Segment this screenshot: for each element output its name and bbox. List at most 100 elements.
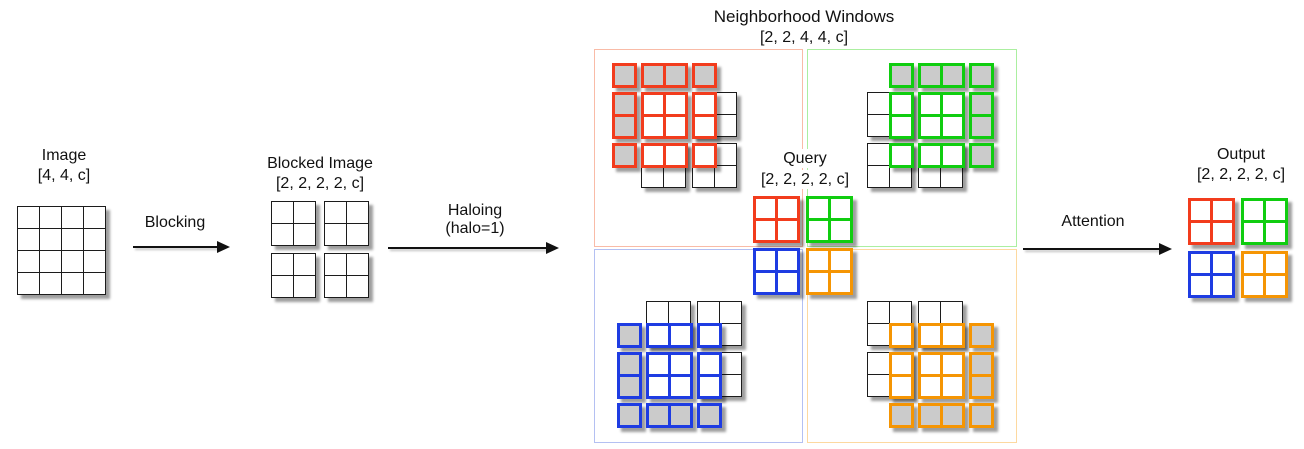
- grid-row: [892, 95, 911, 117]
- grid-row: [919, 302, 962, 324]
- grid-cell: [669, 302, 690, 324]
- grid-cell: [921, 66, 943, 85]
- grid-cell: [1244, 223, 1266, 242]
- grid-cell: [890, 166, 911, 187]
- grid-row: [644, 66, 685, 85]
- grid-cell: [644, 146, 666, 165]
- grid-row: [809, 199, 850, 221]
- grid-cell: [671, 326, 690, 345]
- grid-cell: [921, 326, 943, 345]
- grid-cell: [831, 199, 850, 221]
- grid-cell: [943, 355, 962, 377]
- grid-row: [695, 95, 714, 117]
- grid-cell: [1191, 254, 1213, 276]
- grid-cell: [84, 229, 105, 251]
- grid-cell: [892, 355, 911, 377]
- neighborhood-bottom-right-halo-cells: [969, 323, 994, 348]
- neighborhood-top-right-window-cells: [918, 143, 965, 168]
- neighborhood-bottom-left-halo-cells: [697, 403, 722, 428]
- grid-cell: [649, 406, 671, 425]
- grid-cell: [756, 221, 778, 240]
- output-title: Output: [1216, 146, 1266, 163]
- neighborhood-bottom-right-window-cells: [889, 352, 914, 399]
- grid-row: [972, 377, 991, 396]
- grid-cell: [693, 166, 715, 187]
- grid-row: [756, 251, 797, 273]
- grid-cell: [671, 406, 690, 425]
- grid-cell: [615, 66, 634, 85]
- grid-cell: [325, 276, 347, 297]
- grid-cell: [868, 115, 890, 136]
- grid-row: [700, 326, 719, 345]
- grid-row: [644, 117, 685, 136]
- blocked-title: Blocked Image: [267, 155, 373, 172]
- haloing-arrowhead-icon: [546, 241, 559, 254]
- blocked-image-block-0: [271, 201, 316, 246]
- grid-row: [892, 117, 911, 136]
- grid-cell: [720, 302, 741, 324]
- grid-row: [644, 95, 685, 117]
- grid-row: [325, 202, 368, 224]
- grid-row: [756, 221, 797, 240]
- grid-cell: [700, 355, 719, 377]
- grid-cell: [294, 202, 315, 224]
- blocked-shape: [2, 2, 2, 2, c]: [275, 175, 365, 192]
- grid-cell: [700, 377, 719, 396]
- grid-row: [693, 166, 736, 187]
- grid-cell: [1244, 276, 1266, 295]
- image-title: Image: [41, 147, 87, 164]
- grid-cell: [921, 377, 943, 396]
- grid-cell: [868, 375, 890, 396]
- neighborhood-top-left-halo-cells: [612, 143, 637, 168]
- grid-cell: [615, 95, 634, 117]
- grid-cell: [892, 66, 911, 85]
- grid-row: [1191, 201, 1232, 223]
- grid-cell: [868, 93, 890, 115]
- grid-row: [620, 377, 639, 396]
- grid-cell: [943, 406, 962, 425]
- grid-row: [756, 199, 797, 221]
- neighborhood-top-right-window-cells: [889, 143, 914, 168]
- grid-cell: [715, 144, 736, 166]
- neighborhood-bottom-left-window-cells: [697, 323, 722, 348]
- neighborhood-box-bottom-right: [807, 249, 1017, 443]
- grid-row: [809, 273, 850, 292]
- grid-row: [921, 326, 962, 345]
- neighborhood-bottom-right-window-cells: [889, 323, 914, 348]
- neighborhood-top-left-halo-cells: [612, 92, 637, 139]
- haloing-sublabel: (halo=1): [445, 220, 505, 237]
- blocked-image-block-1: [324, 201, 369, 246]
- attention-label: Attention: [1061, 213, 1125, 230]
- grid-row: [921, 95, 962, 117]
- grid-row: [325, 224, 368, 245]
- grid-cell: [1266, 223, 1285, 242]
- grid-cell: [647, 302, 669, 324]
- neighborhood-top-right-halo-cells: [889, 63, 914, 88]
- grid-cell: [644, 117, 666, 136]
- grid-cell: [18, 229, 40, 251]
- grid-cell: [809, 199, 831, 221]
- grid-row: [272, 254, 315, 276]
- grid-cell: [84, 207, 105, 229]
- output-block-blue: [1188, 251, 1235, 298]
- neighborhood-top-left-halo-cells: [692, 63, 717, 88]
- neighborhood-bottom-right-halo-cells: [969, 403, 994, 428]
- neighborhood-bottom-left-halo-cells: [617, 403, 642, 428]
- grid-cell: [666, 95, 685, 117]
- grid-cell: [868, 166, 890, 187]
- grid-row: [809, 251, 850, 273]
- grid-cell: [943, 66, 962, 85]
- grid-cell: [325, 254, 347, 276]
- grid-row: [892, 377, 911, 396]
- grid-row: [644, 146, 685, 165]
- grid-cell: [40, 273, 62, 294]
- neighborhood-bottom-left-halo-cells: [617, 323, 642, 348]
- grid-cell: [1213, 223, 1232, 242]
- grid-cell: [921, 406, 943, 425]
- grid-row: [642, 166, 685, 187]
- neighborhood-bottom-left-halo-cells: [617, 352, 642, 399]
- neighborhood-bottom-left-window-cells: [646, 323, 693, 348]
- grid-row: [1191, 276, 1232, 295]
- grid-cell: [720, 375, 741, 396]
- grid-cell: [272, 202, 294, 224]
